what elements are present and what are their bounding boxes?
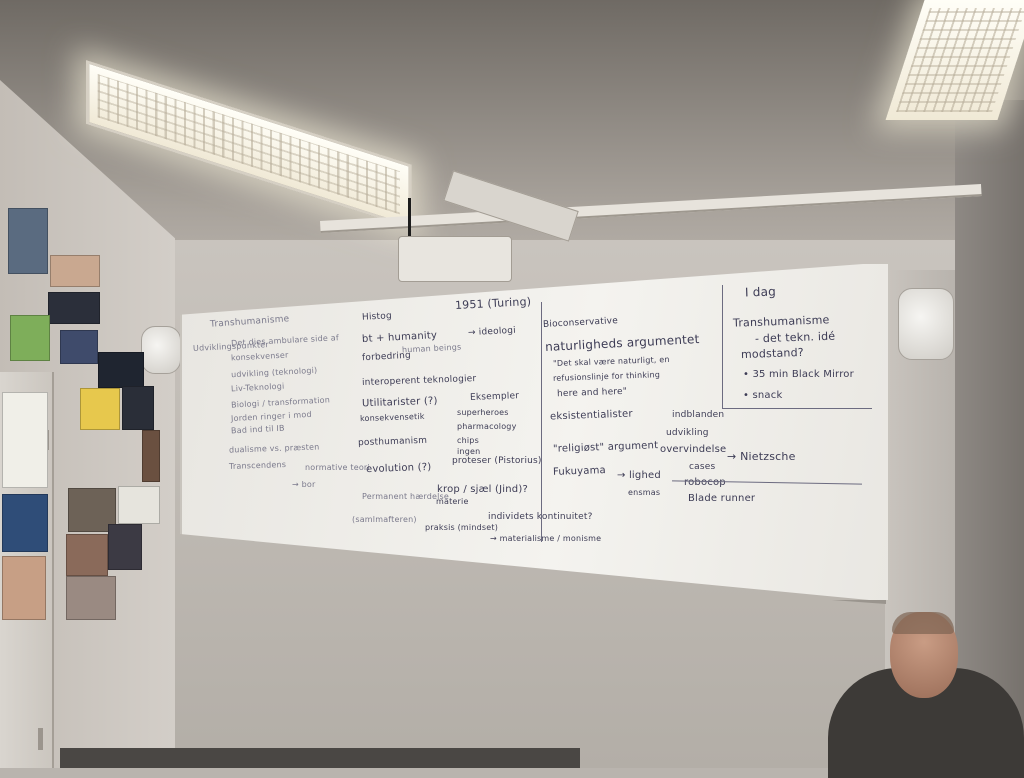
board-ethics-note-2: (samlmafteren) xyxy=(352,515,417,524)
board-rb-title: I dag xyxy=(744,284,777,300)
board-rm-lighed: → lighed xyxy=(617,470,661,481)
board-rb-item: • snack xyxy=(743,390,783,401)
board-normative-arrow: → bor xyxy=(292,480,316,489)
board-continuity: individets kontinuitet? xyxy=(488,512,593,522)
board-divider xyxy=(722,285,723,409)
board-rm-equality-sub: ensmas xyxy=(628,488,661,497)
poster xyxy=(2,494,48,552)
board-rm-overvindelse: overvindelse xyxy=(660,444,727,455)
board-example: proteser (Pistorius) xyxy=(452,456,542,466)
board-example: chips xyxy=(457,436,479,445)
poster xyxy=(80,388,120,430)
poster xyxy=(108,524,142,570)
board-normative-theory: normative teori xyxy=(305,463,370,472)
poster xyxy=(66,576,116,620)
board-example: pharmacology xyxy=(457,422,517,431)
poster xyxy=(50,255,100,287)
poster xyxy=(66,534,108,576)
board-body-question: krop / sjæl (Jind)? xyxy=(437,484,528,495)
board-rm-fukuyama: Fukuyama xyxy=(552,465,607,478)
board-middle-intro: Histog xyxy=(361,311,393,323)
floor xyxy=(60,748,580,768)
board-ethics-note: Permanent hærdelse xyxy=(362,492,450,501)
board-divider xyxy=(722,408,872,409)
board-rm-side-note: udvikling xyxy=(666,428,709,438)
board-rm-nietzsche: → Nietzsche xyxy=(727,450,796,463)
board-middle-evolution: evolution (?) xyxy=(365,461,432,476)
speaker-left xyxy=(141,326,181,374)
board-rb-item: modstand? xyxy=(740,345,805,362)
board-examples-heading: Eksempler xyxy=(469,391,520,403)
poster xyxy=(2,556,46,620)
poster xyxy=(10,315,50,361)
door-hinge xyxy=(38,728,43,750)
poster xyxy=(48,292,100,324)
board-example: superheroes xyxy=(457,408,509,417)
person-hair xyxy=(892,612,954,634)
board-rb-item: - det tekn. idé xyxy=(754,329,836,346)
poster xyxy=(8,208,48,274)
board-divider xyxy=(541,302,542,542)
poster xyxy=(2,392,48,488)
board-case: Blade runner xyxy=(688,493,756,504)
poster xyxy=(98,352,144,388)
speaker-right xyxy=(898,288,954,360)
board-praksis: praksis (mindset) xyxy=(425,523,499,532)
poster xyxy=(122,386,154,430)
board-rm-side-note: indblanden xyxy=(672,410,725,420)
projector xyxy=(398,236,512,282)
poster xyxy=(118,486,160,524)
right-wall xyxy=(955,100,1024,768)
board-materialism: → materialisme / monisme xyxy=(490,534,602,543)
poster xyxy=(142,430,160,482)
board-body-sub: materie xyxy=(436,497,469,506)
whiteboard xyxy=(180,262,890,602)
board-rb-item: • 35 min Black Mirror xyxy=(743,369,854,380)
board-example: ingen xyxy=(457,447,481,456)
board-cases-heading: cases xyxy=(689,462,716,472)
board-case: robocop xyxy=(684,477,726,488)
poster xyxy=(60,330,98,364)
